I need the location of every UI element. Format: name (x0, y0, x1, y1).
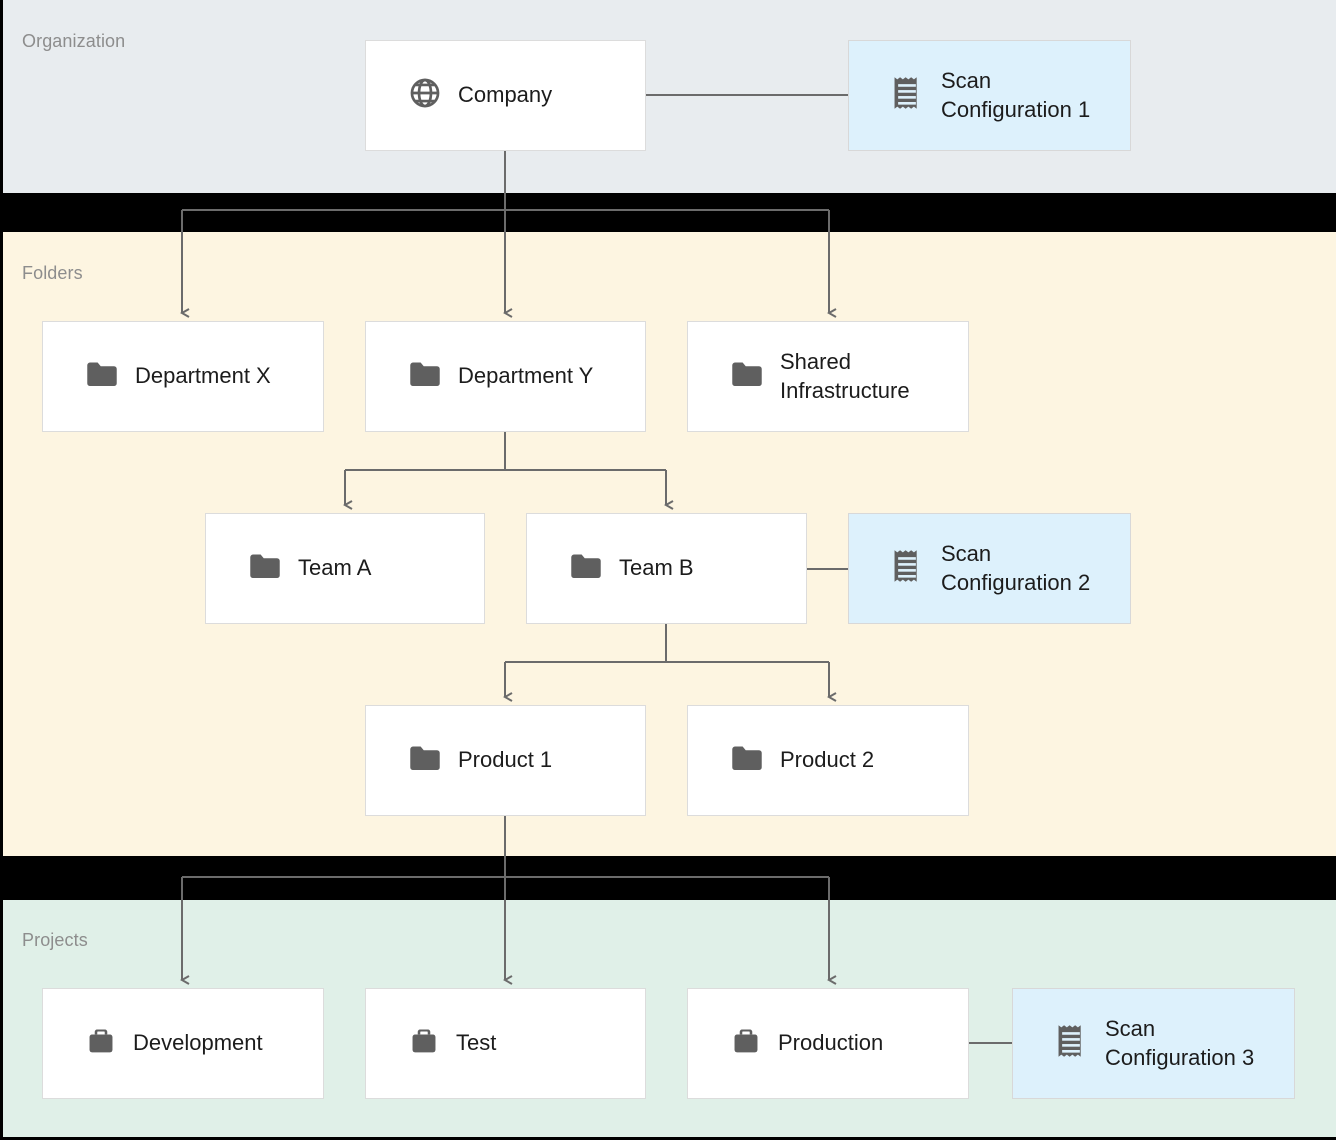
receipt-icon (1055, 1023, 1087, 1064)
folder-icon (408, 743, 442, 778)
band-label-projects: Projects (22, 930, 88, 950)
folder-icon (408, 359, 442, 394)
node-label: Development (133, 1030, 263, 1056)
node-scan-configuration-1[interactable]: Scan Configuration 1 (848, 40, 1131, 151)
node-label: Department X (135, 363, 271, 389)
node-team-b[interactable]: Team B (526, 513, 807, 624)
globe-icon (408, 76, 442, 115)
receipt-icon (891, 548, 923, 589)
node-scan-configuration-3[interactable]: Scan Configuration 3 (1012, 988, 1295, 1099)
briefcase-icon (408, 1025, 440, 1062)
node-label: Test (456, 1030, 497, 1056)
node-scan-configuration-2[interactable]: Scan Configuration 2 (848, 513, 1131, 624)
briefcase-icon (85, 1025, 117, 1062)
folder-icon (730, 743, 764, 778)
node-department-y[interactable]: Department Y (365, 321, 646, 432)
folder-icon (569, 551, 603, 586)
node-label: Scan Configuration 3 (1105, 1015, 1255, 1070)
node-department-x[interactable]: Department X (42, 321, 324, 432)
node-label: Scan Configuration 2 (941, 540, 1091, 595)
node-label: Company (458, 82, 553, 108)
band-organization (3, 0, 1336, 193)
node-test[interactable]: Test (365, 988, 646, 1099)
node-product-2[interactable]: Product 2 (687, 705, 969, 816)
folder-icon (730, 359, 764, 394)
node-development[interactable]: Development (42, 988, 324, 1099)
band-label-folders: Folders (22, 263, 83, 283)
node-company[interactable]: Company (365, 40, 646, 151)
node-label: Scan Configuration 1 (941, 67, 1091, 122)
node-label: Department Y (458, 363, 594, 389)
node-label: Product 1 (458, 747, 553, 773)
node-label: Production (778, 1030, 884, 1056)
node-label: Team B (619, 555, 694, 581)
briefcase-icon (730, 1025, 762, 1062)
node-shared-infrastructure[interactable]: Shared Infrastructure (687, 321, 969, 432)
receipt-icon (891, 75, 923, 116)
folder-icon (85, 359, 119, 394)
node-product-1[interactable]: Product 1 (365, 705, 646, 816)
folder-icon (248, 551, 282, 586)
node-label: Product 2 (780, 747, 875, 773)
node-label: Team A (298, 555, 372, 581)
band-label-organization: Organization (22, 31, 126, 51)
node-label: Shared Infrastructure (780, 348, 910, 403)
node-team-a[interactable]: Team A (205, 513, 485, 624)
node-production[interactable]: Production (687, 988, 969, 1099)
